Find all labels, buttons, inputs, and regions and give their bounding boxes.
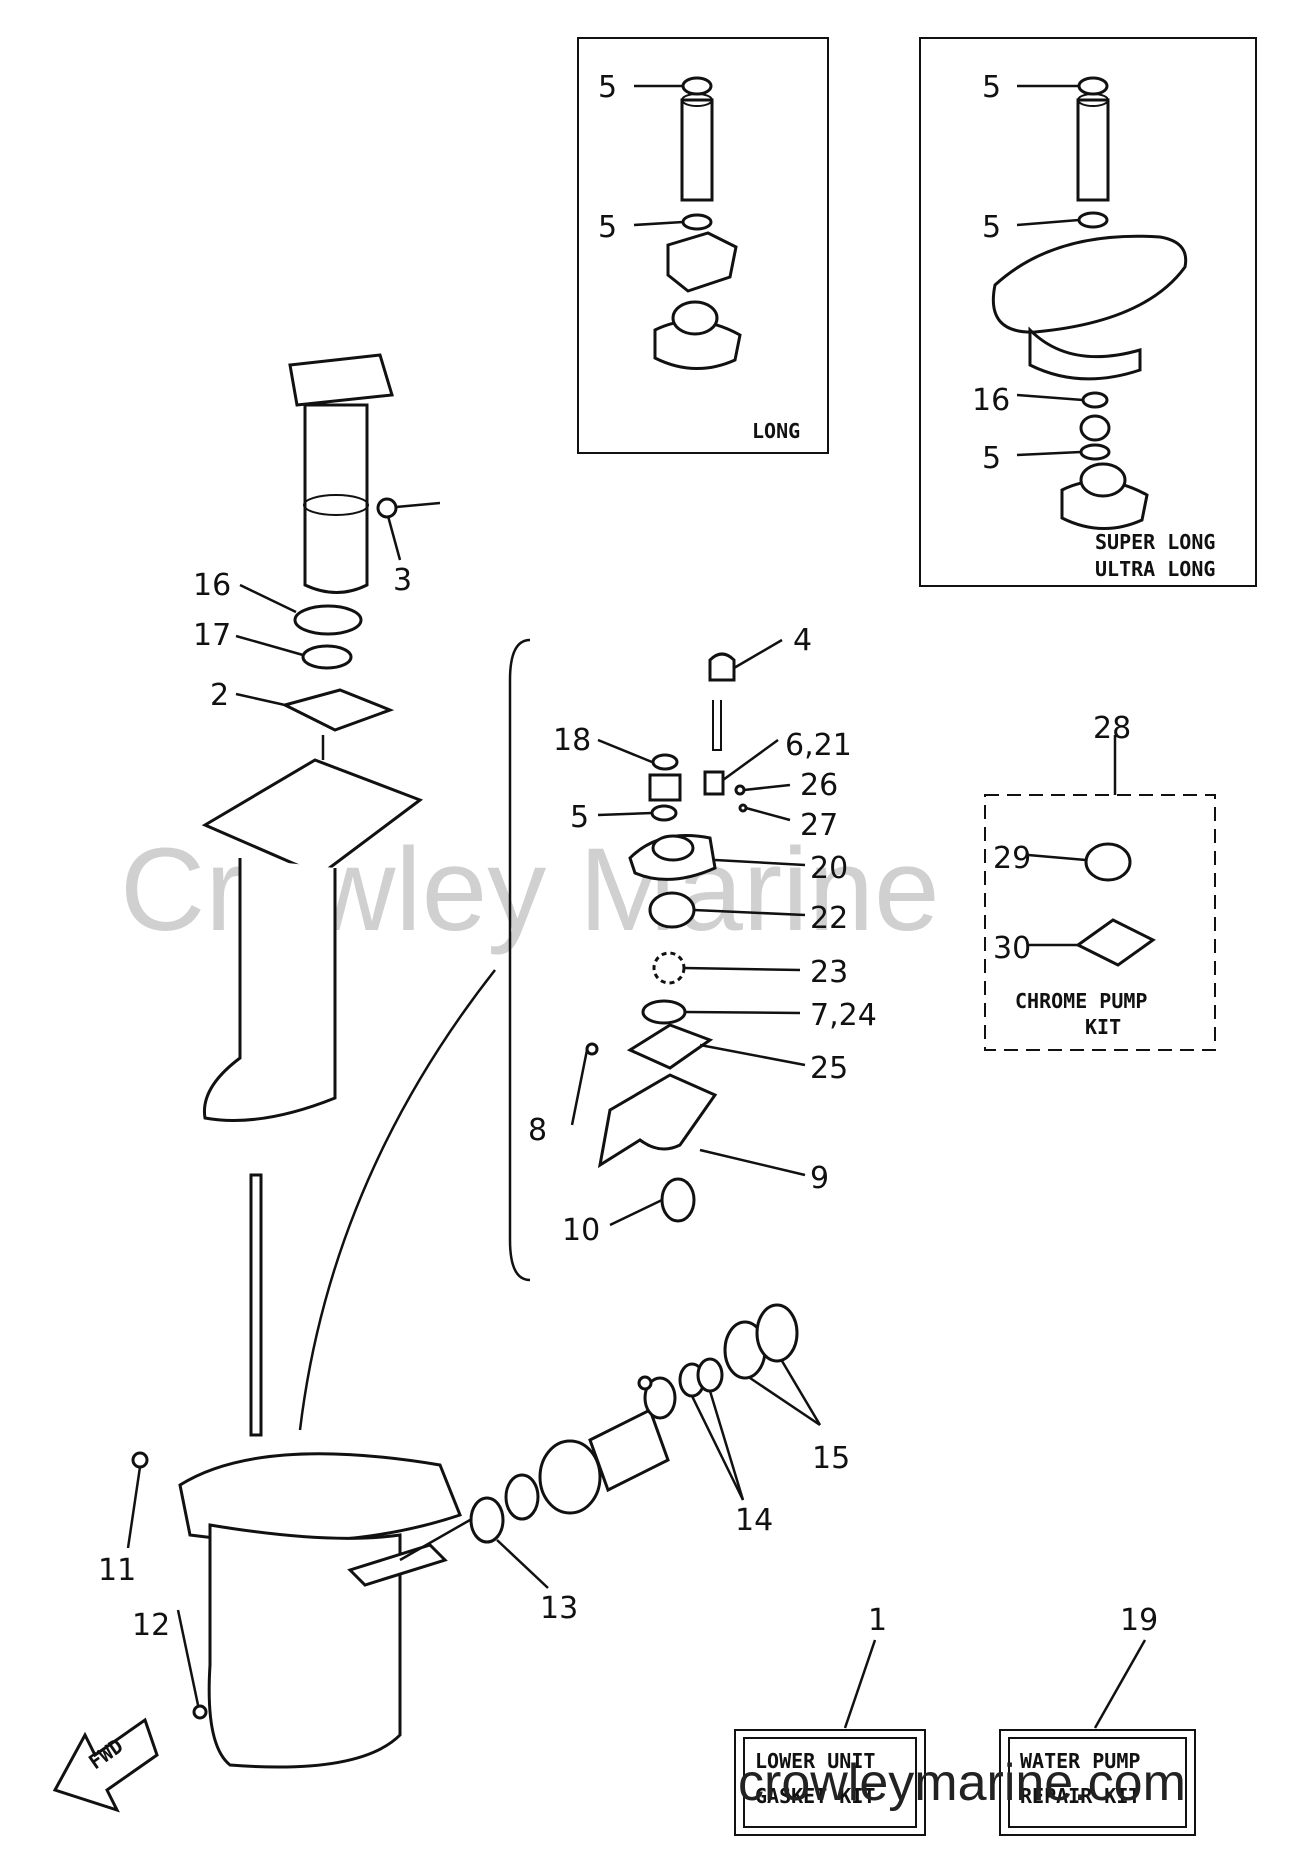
callout-18: 18: [553, 723, 591, 758]
gasket-kit-box: LOWER UNIT GASKET KIT: [734, 1639, 926, 1836]
gasket-2: [280, 688, 395, 732]
o-ring-bottom-long: [681, 213, 713, 231]
pump-kit-label-1: WATER PUMP: [1020, 1749, 1140, 1773]
callout-6-21: 6,21: [785, 728, 852, 763]
callout-5-super-top: 5: [982, 70, 1001, 105]
callout-23: 23: [810, 955, 848, 990]
drive-shaft: [249, 1173, 263, 1437]
bolt-3: [376, 497, 398, 519]
callout-4: 4: [793, 623, 812, 658]
o-ring-5-pump: [650, 804, 678, 822]
callout-5-super-bottom: 5: [982, 441, 1001, 476]
callout-9: 9: [810, 1161, 829, 1196]
callout-10: 10: [562, 1213, 600, 1248]
water-tube-long: [680, 98, 714, 202]
upper-casing-flange: [288, 353, 394, 407]
plug-12: [192, 1704, 208, 1720]
exhaust-plate: [201, 758, 424, 877]
callout-13: 13: [540, 1591, 578, 1626]
inset-super-long-label: SUPER LONG: [1095, 530, 1215, 554]
chrome-pump-label-2: KIT: [1085, 1015, 1121, 1039]
inset-long: LONG: [577, 37, 829, 454]
upper-casing-assembly: [201, 353, 441, 1122]
inset-super-long: SUPER LONG ULTRA LONG: [919, 37, 1257, 587]
callout-30: 30: [993, 931, 1031, 966]
o-ring-top-long: [681, 76, 713, 96]
callout-5-long-bottom: 5: [598, 210, 617, 245]
callout-5-long-top: 5: [598, 70, 617, 105]
leader-lines: [126, 84, 1087, 1706]
callout-17: 17: [193, 618, 231, 653]
seal-cup: [648, 773, 682, 802]
oil-seal-10: [660, 1177, 696, 1223]
callout-1: 1: [868, 1603, 887, 1638]
gasket-9: [597, 1073, 718, 1169]
fwd-arrow: FWD: [52, 1717, 159, 1813]
bolt-26: [734, 784, 746, 796]
gearcase-body: [207, 1523, 402, 1769]
callout-15: 15: [812, 1441, 850, 1476]
water-pump-assembly: [298, 638, 748, 1431]
bolt-11: [131, 1451, 149, 1469]
o-ring-17: [301, 644, 353, 670]
gasket-kit-label-1: LOWER UNIT: [755, 1749, 875, 1773]
outer-plate-30: [1075, 918, 1156, 967]
callout-29: 29: [993, 841, 1031, 876]
pump-kit-label-2: REPAIR KIT: [1020, 1784, 1140, 1808]
extension-housing: [202, 858, 337, 1122]
pump-bracket-brace: [508, 638, 531, 1282]
callout-27: 27: [800, 808, 838, 843]
callout-22: 22: [810, 901, 848, 936]
callout-16: 16: [193, 568, 231, 603]
washer-27: [738, 803, 748, 813]
impeller-23: [652, 951, 686, 985]
callout-5-super-mid: 5: [982, 210, 1001, 245]
water-tube-super-long: [1076, 98, 1110, 202]
callout-12: 12: [132, 1608, 170, 1643]
inset-ultra-long-label: ULTRA LONG: [1095, 557, 1215, 581]
callout-numbers: 5 5 5 5 16 5 3 16 17 2 4 18 6,21 26 27 5…: [98, 70, 1158, 1643]
callout-20: 20: [810, 851, 848, 886]
chrome-pump-kit-box: CHROME PUMP KIT: [984, 735, 1216, 1051]
dowel-pin-8: [585, 1042, 599, 1056]
callout-11: 11: [98, 1553, 136, 1588]
rubber-grommet-4: [708, 652, 736, 682]
grommet-6-21: [703, 770, 725, 796]
oil-seal-14b: [696, 1357, 724, 1393]
pump-bracket-long: [666, 231, 738, 293]
inset-long-label: LONG: [752, 419, 800, 443]
callout-25: 25: [810, 1051, 848, 1086]
insert-cartridge-29: [1084, 842, 1132, 882]
pump-leader-curve: [298, 969, 496, 1431]
o-ring-15b: [755, 1303, 799, 1363]
o-ring-16: [293, 604, 363, 636]
callout-5-pump: 5: [570, 800, 589, 835]
chrome-pump-label-1: CHROME PUMP: [1015, 989, 1147, 1013]
gasket-7-24: [641, 999, 687, 1025]
gasket-kit-label-2: GASKET KIT: [755, 1784, 875, 1808]
footer-url: crowleymarine.com: [738, 1754, 1186, 1812]
outer-plate-25: [626, 1023, 714, 1070]
callout-3: 3: [393, 563, 412, 598]
exhaust-guide-super-long: [991, 234, 1188, 334]
o-ring-18: [651, 753, 679, 771]
callout-28: 28: [1093, 711, 1131, 746]
callout-16-super: 16: [972, 383, 1010, 418]
propeller-shaft-housing: [538, 1439, 602, 1515]
bearing-seal: [504, 1473, 540, 1521]
o-ring-13: [469, 1496, 505, 1544]
callout-2: 2: [210, 678, 229, 713]
upper-casing-tube: [303, 403, 369, 594]
lower-unit-assembly: [131, 1173, 799, 1769]
pump-repair-kit-box: WATER PUMP REPAIR KIT: [999, 1639, 1196, 1836]
callout-14: 14: [735, 1503, 773, 1538]
callout-7-24: 7,24: [810, 998, 877, 1033]
insert-cartridge-22: [648, 891, 696, 929]
callout-19: 19: [1120, 1603, 1158, 1638]
callout-26: 26: [800, 768, 838, 803]
callout-8: 8: [528, 1113, 547, 1148]
